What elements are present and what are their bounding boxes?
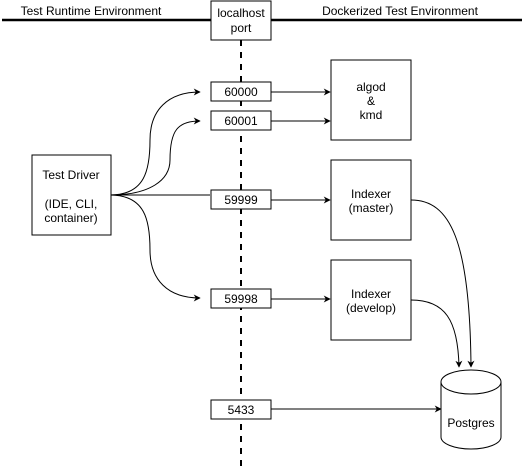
port-box-5433: 5433 (210, 399, 272, 420)
right-section-header: Dockerized Test Environment (322, 4, 479, 18)
edge-driver-59998 (109, 194, 201, 302)
port-60000-label: 60000 (224, 85, 258, 99)
port-59998-label: 59998 (224, 292, 258, 306)
edge-driver-60001 (109, 117, 201, 196)
localhost-port-box: localhost port (210, 0, 272, 41)
algod-label: algod (356, 80, 385, 94)
test-driver-title: Test Driver (42, 168, 99, 182)
indexer-master-branch: (master) (349, 201, 394, 215)
indexer-master-box: Indexer (master) (330, 159, 412, 241)
edge-driver-60000 (109, 88, 201, 196)
edge-indexer-master-postgres (410, 199, 475, 368)
indexer-develop-box: Indexer (develop) (330, 259, 412, 341)
postgres-cylinder: Postgres (440, 369, 502, 450)
port-60001-label: 60001 (224, 114, 258, 128)
port-label: port (231, 21, 252, 35)
edge-indexer-develop-postgres (410, 299, 463, 368)
indexer-master-title: Indexer (351, 187, 391, 201)
ampersand-label: & (367, 94, 375, 108)
test-driver-detail-1: (IDE, CLI, (45, 197, 98, 211)
indexer-develop-branch: (develop) (346, 301, 396, 315)
port-box-59999: 59999 (210, 189, 272, 210)
test-driver-box: Test Driver (IDE, CLI, container) (31, 154, 112, 236)
port-box-60000: 60000 (210, 81, 272, 102)
port-5433-label: 5433 (228, 403, 255, 417)
left-section-header: Test Runtime Environment (21, 4, 162, 18)
port-59999-label: 59999 (224, 193, 258, 207)
localhost-label: localhost (217, 6, 265, 20)
port-box-60001: 60001 (210, 110, 272, 131)
indexer-develop-title: Indexer (351, 287, 391, 301)
postgres-label: Postgres (447, 416, 494, 430)
test-driver-detail-2: container) (44, 211, 97, 225)
kmd-label: kmd (360, 108, 383, 122)
port-box-59998: 59998 (210, 288, 272, 309)
algod-kmd-box: algod & kmd (330, 59, 412, 141)
